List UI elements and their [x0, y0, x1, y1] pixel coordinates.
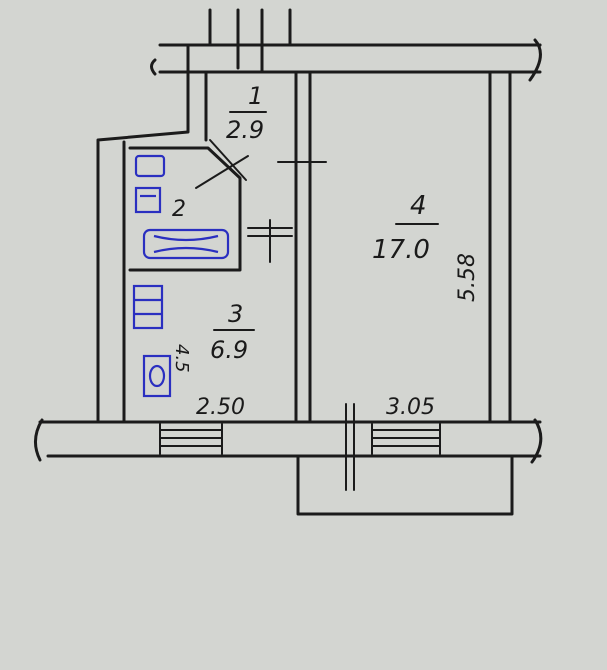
vent-shaft — [208, 8, 542, 70]
labels: 1 2.9 2 3 6.9 4 17.0 2.50 3.05 5.58 4.5 — [171, 82, 480, 420]
room-2-number: 2 — [172, 197, 186, 222]
room-3-area: 6.9 — [210, 336, 248, 364]
balcony — [296, 454, 514, 516]
walls — [34, 8, 543, 516]
dimension-room3-width: 2.50 — [196, 395, 245, 420]
room-1-area: 2.9 — [226, 116, 264, 144]
room-4-area: 17.0 — [372, 235, 430, 265]
room-4-number: 4 — [410, 191, 427, 221]
top-wall — [158, 43, 542, 74]
fixtures — [132, 154, 230, 398]
windows — [159, 403, 441, 491]
sink-icon — [134, 186, 162, 214]
room-3-number: 3 — [228, 300, 243, 328]
dimension-room4-width: 3.05 — [386, 395, 435, 420]
bathtub-icon — [142, 228, 230, 260]
toilet-icon — [134, 154, 166, 178]
right-wall — [488, 70, 512, 424]
partitions — [128, 70, 327, 422]
window-kitchen — [159, 423, 223, 455]
room-1-number: 1 — [248, 82, 263, 110]
dimension-room4-length: 5.58 — [455, 253, 480, 302]
bottom-wall — [38, 420, 542, 458]
dimension-room3-length: 4.5 — [171, 344, 192, 373]
kitchen-sink-icon — [142, 354, 172, 398]
window-room4 — [371, 423, 441, 455]
stove-icon — [132, 284, 164, 330]
